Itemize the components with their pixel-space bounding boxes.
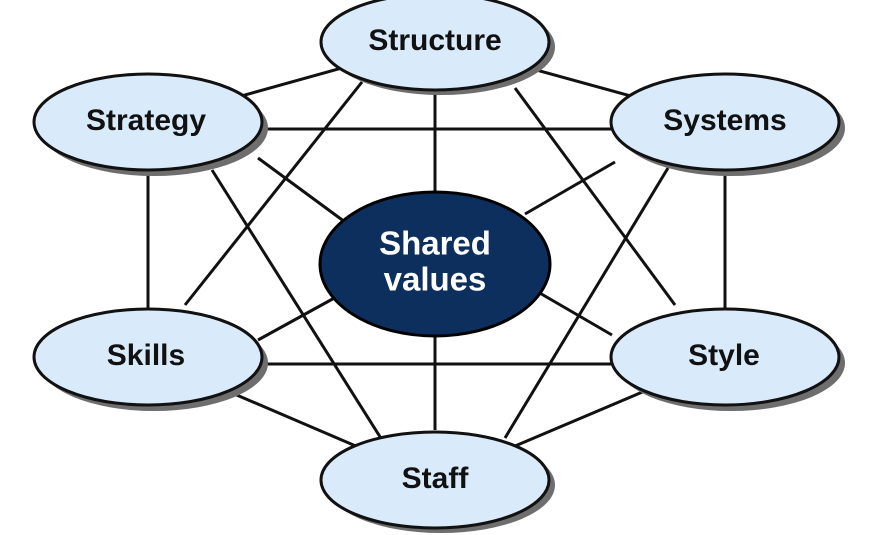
systems-ellipse [609,72,841,172]
node-systems: Systems [609,72,841,172]
strategy-label: Strategy [86,104,206,137]
shared-values-ellipse [318,190,552,338]
connector-skills-center [257,294,339,342]
node-staff: Staff [319,430,551,530]
staff-ellipse [319,430,551,530]
skills-ellipse [32,307,264,407]
connector-systems-staff [503,167,670,439]
connector-strategy-staff [210,169,384,441]
connector-strategy-center [257,156,346,224]
shared-values-label-line1: Shared [379,225,491,262]
style-label: Style [688,339,760,372]
structure-ellipse [319,0,551,92]
connector-structure-skills [183,81,364,306]
node-structure: Structure [319,0,551,92]
strategy-ellipse [32,72,264,172]
skills-label: Skills [107,339,185,372]
connector-style-center [537,290,613,337]
structure-label: Structure [368,24,501,57]
systems-label: Systems [663,104,786,137]
node-skills: Skills [32,307,264,407]
staff-label: Staff [402,462,470,495]
shared-values-label-line2: values [384,261,487,298]
node-style: Style [609,307,841,407]
node-strategy: Strategy [32,72,264,172]
node-shared-values: Shared values [318,190,552,338]
style-ellipse [609,307,841,407]
connector-systems-center [524,160,616,216]
connector-structure-style [513,87,677,306]
